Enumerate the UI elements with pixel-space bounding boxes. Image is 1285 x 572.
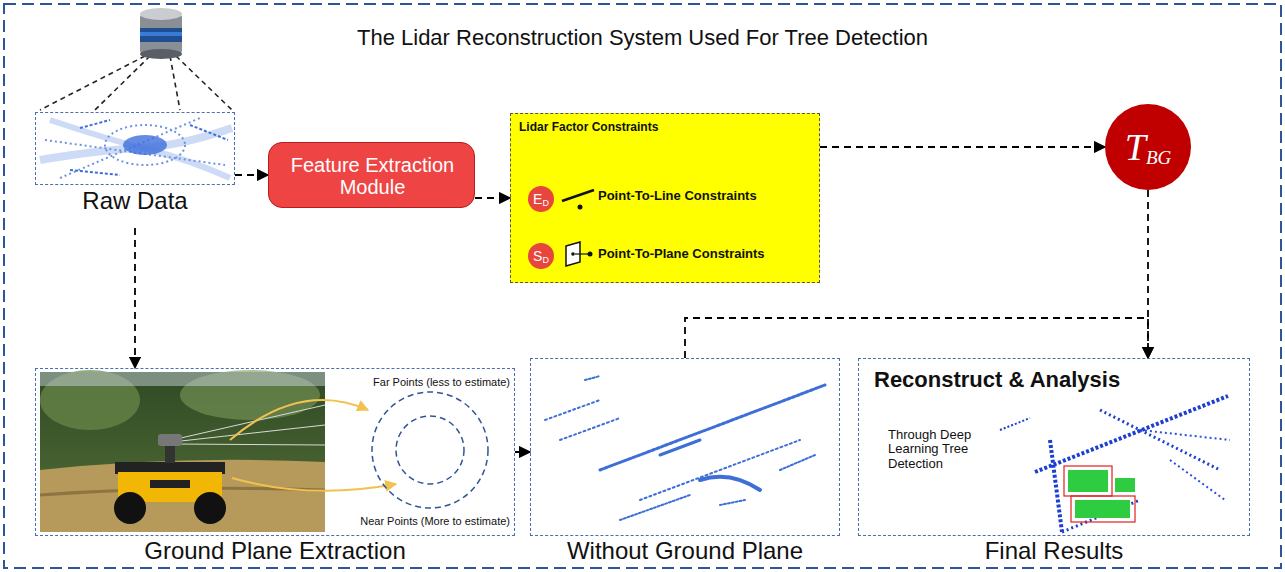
panel-caption: Final Results: [858, 538, 1250, 564]
transform-circle: TBG: [1105, 104, 1191, 190]
constraint-label: Point-To-Line Constraints: [598, 189, 757, 203]
panel-caption: Ground Plane Extraction: [35, 538, 515, 564]
result-panel: Reconstruct & AnalysisThrough Deep Learn…: [858, 358, 1250, 568]
panel-note: Through Deep Learning Tree Detection: [888, 428, 988, 471]
constraint-label: Point-To-Plane Constraints: [598, 247, 765, 261]
factor-symbol: E: [533, 192, 542, 206]
tree-detection-cloud: [1000, 396, 1230, 532]
factor-subscript: D: [542, 256, 549, 265]
dashed-arrow: [515, 451, 530, 453]
panel-heading: Reconstruct & Analysis: [874, 368, 1234, 392]
dashed-frame: [35, 368, 515, 536]
stage-panel: Without Ground Plane: [530, 358, 840, 568]
dashed-arrow: [1147, 190, 1149, 358]
plane-icon: [566, 242, 593, 266]
raw-point-cloud: [40, 118, 232, 178]
lidar-icon: [40, 8, 232, 110]
factor-subscript: D: [542, 199, 549, 208]
panel-caption: Raw Data: [35, 188, 235, 214]
stage-panel: Ground Plane Extraction: [35, 368, 515, 568]
factor-symbol: S: [533, 249, 542, 263]
diagram-title: The Lidar Reconstruction System Used For…: [0, 26, 1285, 50]
dashed-frame: [530, 358, 840, 536]
factor-circle: SD: [528, 243, 554, 269]
transform-symbol: T: [1125, 128, 1146, 166]
dashed-arrow: [475, 197, 510, 199]
process-box: Feature Extraction Module: [268, 142, 475, 208]
box-heading: Lidar Factor Constraints: [519, 121, 809, 134]
constraint-panel: [510, 113, 820, 283]
factor-circle: ED: [528, 186, 554, 212]
robot-photo: [40, 370, 396, 532]
dashed-arrow: [134, 228, 136, 368]
dashed-arrow: [235, 174, 268, 176]
range-circles: [372, 392, 488, 508]
line-icon: [562, 190, 594, 210]
dashed-arrow: [820, 146, 1105, 148]
range-label: Far Points (less to estimate): [371, 376, 512, 388]
input-panel: Raw Data: [35, 112, 235, 224]
range-label: Near Points (More to estimate): [358, 515, 512, 527]
dashed-frame: [35, 112, 235, 185]
filtered-point-cloud: [545, 376, 825, 520]
transform-subscript: BG: [1146, 148, 1171, 167]
dashed-arrow: [685, 318, 1148, 358]
outer-frame: [4, 4, 1281, 568]
process-label: Feature Extraction Module: [277, 154, 468, 198]
panel-caption: Without Ground Plane: [530, 538, 840, 564]
